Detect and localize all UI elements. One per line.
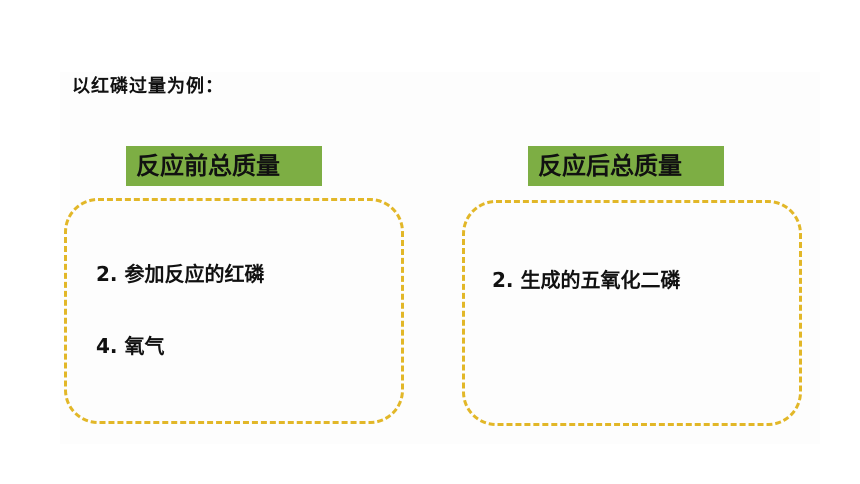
- before-item-red-phosphorus: 2. 参加反应的红磷: [96, 262, 265, 286]
- before-reaction-group: [64, 198, 404, 424]
- slide-background: [60, 72, 820, 444]
- after-reaction-group: [462, 200, 802, 426]
- intro-text: 以红磷过量为例：: [72, 76, 224, 97]
- before-item-oxygen: 4. 氧气: [96, 334, 165, 358]
- after-item-phosphorus-pentoxide: 2. 生成的五氧化二磷: [492, 268, 681, 292]
- before-total-mass-label: 反应前总质量: [126, 146, 322, 186]
- after-total-mass-label: 反应后总质量: [528, 146, 724, 186]
